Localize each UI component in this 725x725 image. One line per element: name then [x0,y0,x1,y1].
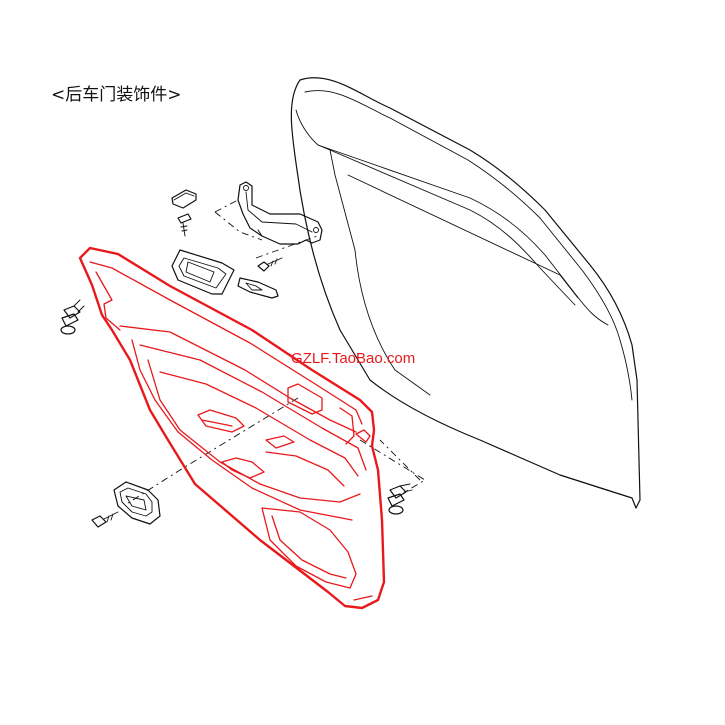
pull-handle-bracket [237,181,323,245]
window-switch-panel [237,277,279,299]
screw-bracket [257,257,283,272]
trim-panel-outline [78,246,386,610]
screw-small-upper [177,213,192,237]
pull-handle-cup [171,249,235,295]
watermark-text: GZLF.TaoBao.com [291,350,416,367]
screw-cover-cap [171,189,197,209]
inner-handle-bezel [113,481,161,525]
trim-clip-right [387,483,413,515]
screw-handle [91,511,119,528]
door-trim-panel [78,246,386,610]
diagram-title: <后车门装饰件> [51,85,182,105]
rear-door-shell [290,77,641,509]
trim-clip-left [60,299,85,335]
